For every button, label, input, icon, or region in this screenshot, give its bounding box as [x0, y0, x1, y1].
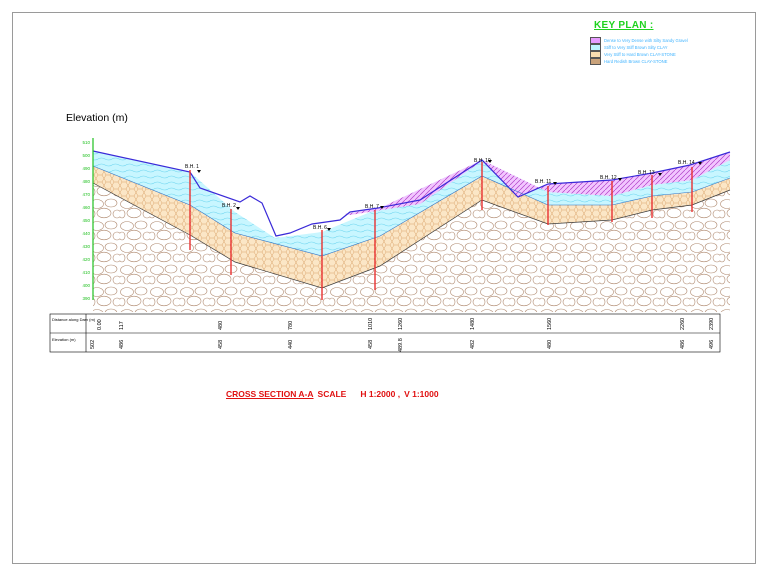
borehole-label: B.H. 13	[638, 170, 655, 176]
scale-separator: ,	[397, 389, 401, 399]
borehole-label: B.H. 7	[365, 204, 379, 210]
vertical-scale: V 1:1000	[404, 389, 439, 399]
table-distance-value: 1010	[368, 318, 374, 330]
key-plan-title: KEY PLAN :	[594, 20, 654, 31]
key-item-hard-claystone: Hard Redish Brown CLAY-STONE	[590, 57, 668, 65]
water-level-marker	[488, 160, 492, 163]
key-label: Stiff to Very Stiff Brown Silty CLAY	[604, 44, 668, 50]
y-tick-label: 440	[82, 231, 90, 236]
table-elevation-value: 486	[119, 340, 125, 349]
ground-surface-line	[92, 150, 731, 237]
gravel-swatch	[590, 36, 601, 44]
claystone-layer	[93, 166, 730, 288]
borehole-label: B.H. 10	[474, 158, 491, 164]
water-level-marker	[197, 170, 201, 173]
elevation-axis-title: Elevation (m)	[66, 112, 128, 124]
key-label: Dense to Very Dense with Silty Sandy Gra…	[604, 37, 688, 43]
water-level-marker	[327, 228, 331, 231]
y-tick-label: 430	[82, 244, 90, 249]
water-level-marker	[698, 162, 702, 165]
table-elevation-value: 496	[709, 340, 715, 349]
table-elevation-value: 440	[288, 340, 294, 349]
drawing-frame	[12, 12, 756, 564]
horizontal-scale: H 1:2000	[360, 389, 396, 399]
table-distance-value: 1260	[398, 318, 404, 330]
table-distance-value: 1480	[470, 318, 476, 330]
scale-label: SCALE	[317, 389, 347, 399]
water-level-marker	[380, 206, 384, 209]
y-tick-label: 500	[82, 153, 90, 158]
y-tick-label: 460	[82, 205, 90, 210]
y-tick-label: 510	[82, 140, 90, 145]
table-row-label: Elevation (m)	[52, 337, 76, 342]
y-tick-label: 410	[82, 270, 90, 275]
table-distance-value: 2260	[680, 318, 686, 330]
water-level-marker	[658, 173, 662, 176]
table-elevation-value: 482	[470, 340, 476, 349]
key-item-claystone: Very Stiff to Hard Brown CLAY-STONE	[590, 50, 676, 58]
borehole-label: B.H. 12	[600, 175, 617, 181]
y-tick-label: 420	[82, 257, 90, 262]
y-tick-label: 470	[82, 192, 90, 197]
clay-swatch	[590, 43, 601, 51]
borehole-label: B.H. 1	[185, 164, 199, 170]
water-level-marker	[236, 207, 240, 210]
table-distance-value: 1560	[547, 318, 553, 330]
table-row-label: Distance along Dam (m)	[52, 317, 96, 322]
table-distance-value: 0.00	[97, 319, 103, 330]
table-elevation-value: 489.8	[398, 338, 404, 352]
table-distance-value: 2390	[709, 318, 715, 330]
hard-claystone-layer	[93, 183, 730, 312]
y-tick-label: 400	[82, 283, 90, 288]
table-elevation-value: 480	[547, 340, 553, 349]
gravel-layer	[345, 152, 730, 215]
table-distance-value: 780	[288, 321, 294, 330]
table-elevation-value: 458	[218, 340, 224, 349]
section-name: CROSS SECTION A-A	[226, 389, 314, 399]
borehole-label: B.H. 14	[678, 160, 695, 166]
y-tick-label: 450	[82, 218, 90, 223]
hard-claystone-swatch	[590, 57, 601, 65]
y-tick-label: 490	[82, 166, 90, 171]
table-elevation-value: 458	[368, 340, 374, 349]
table-elevation-value: 502	[90, 340, 96, 349]
table-distance-value: 117	[119, 321, 125, 330]
key-item-clay: Stiff to Very Stiff Brown Silty CLAY	[590, 43, 668, 51]
borehole-label: B.H. 2	[222, 203, 236, 209]
key-label: Very Stiff to Hard Brown CLAY-STONE	[604, 51, 676, 57]
key-label: Hard Redish Brown CLAY-STONE	[604, 58, 668, 64]
claystone-swatch	[590, 50, 601, 58]
borehole-label: B.H. 11	[535, 179, 552, 185]
table-elevation-value: 486	[680, 340, 686, 349]
key-item-gravel: Dense to Very Dense with Silty Sandy Gra…	[590, 36, 688, 44]
water-level-marker	[553, 182, 557, 185]
borehole-label: B.H. 6	[313, 225, 327, 231]
y-tick-label: 390	[82, 296, 90, 301]
y-tick-label: 480	[82, 179, 90, 184]
table-distance-value: 480	[218, 321, 224, 330]
water-level-marker	[618, 178, 622, 181]
